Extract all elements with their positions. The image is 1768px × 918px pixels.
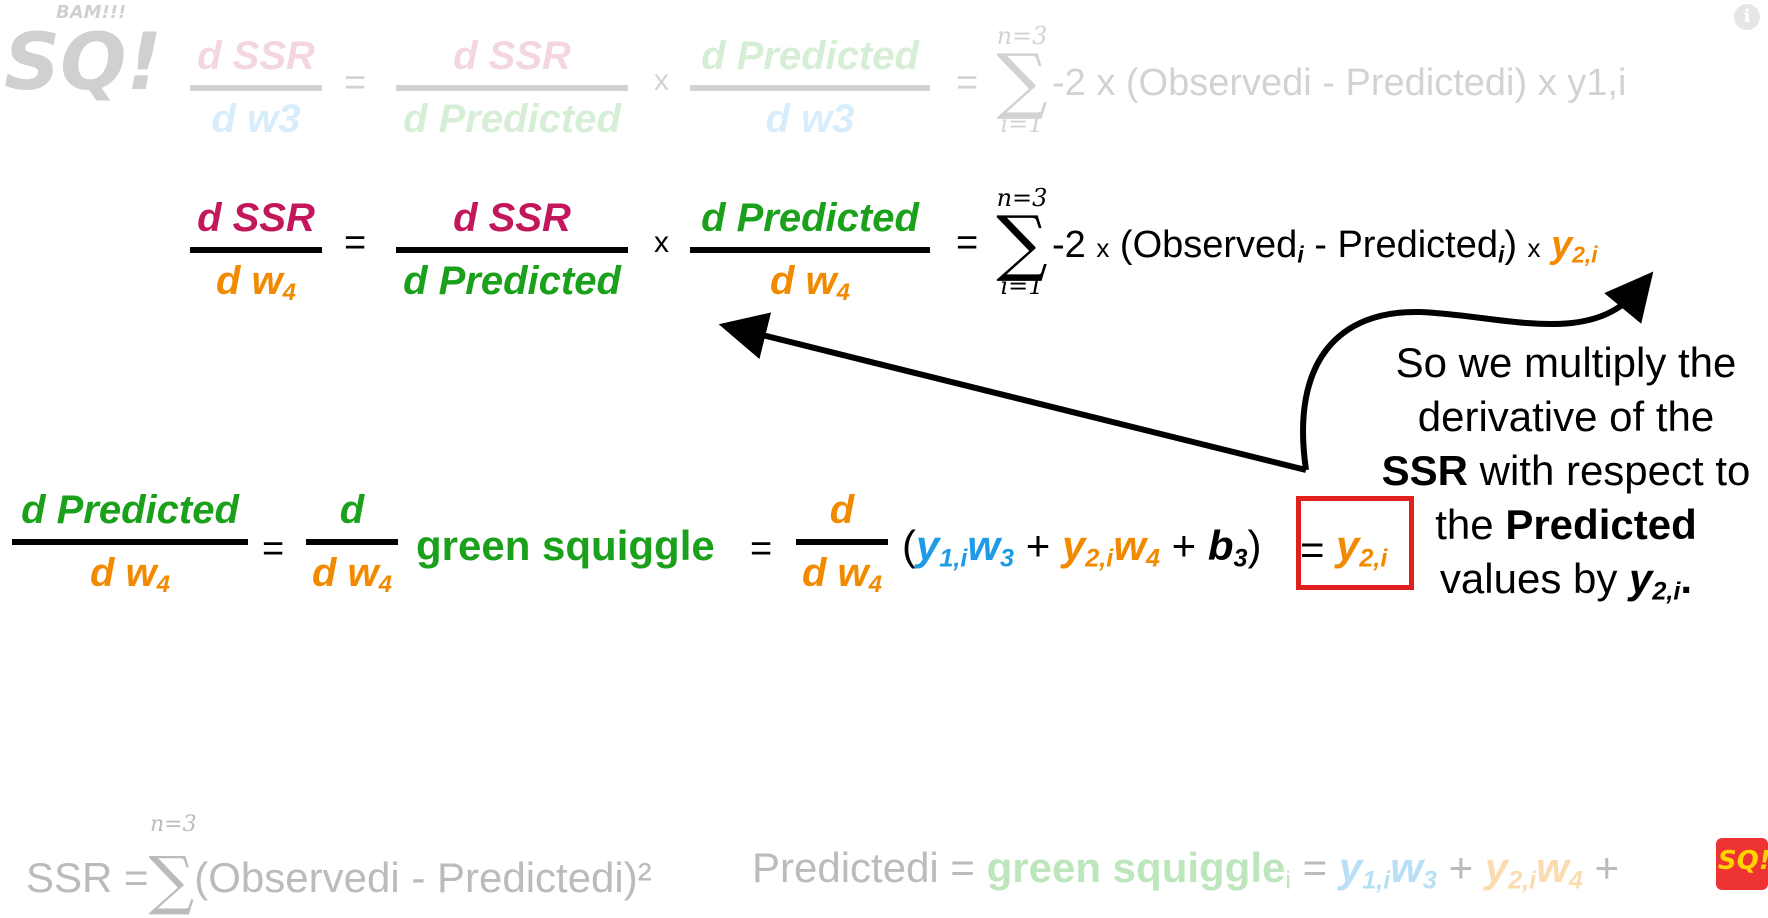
faded-sum-bot: i=1 bbox=[1000, 110, 1044, 138]
deriv-lhs-num: d Predicted bbox=[21, 488, 239, 532]
main-equals-1: = bbox=[344, 222, 367, 264]
main-f1-den: d Predicted bbox=[403, 259, 621, 303]
deriv-d2-num: d bbox=[829, 488, 855, 532]
info-icon[interactable]: i bbox=[1734, 4, 1760, 30]
faded-lhs-den: d w3 bbox=[211, 97, 301, 141]
faded-term: -2 x (Observedi - Predictedi) x y1,i bbox=[1052, 62, 1627, 104]
green-squiggle-label: green squiggle bbox=[416, 522, 715, 569]
sigma-icon: ∑ bbox=[996, 200, 1048, 284]
main-lhs-den: d w4 bbox=[215, 259, 297, 306]
statquest-logo: BAM!!! SQ! bbox=[0, 0, 162, 120]
logo-badge: BAM!!! bbox=[56, 2, 127, 23]
main-sum-bot: i=1 bbox=[1000, 272, 1044, 300]
note-line-1: So we multiply the bbox=[1395, 339, 1737, 386]
bottom-predicted-formula: Predictedi = green squigglei = y1,iw3 + … bbox=[752, 844, 1620, 895]
faded-f1-den: d Predicted bbox=[403, 97, 621, 141]
deriv-expression: (y1,iw3 + y2,iw4 + b3) bbox=[902, 522, 1262, 573]
main-sum-top: n=3 bbox=[996, 184, 1048, 212]
faded-f1-num: d SSR bbox=[453, 34, 571, 78]
deriv-result: y2,i bbox=[1336, 522, 1388, 573]
deriv-d2-den: d w4 bbox=[801, 551, 883, 598]
main-f2-den: d w4 bbox=[769, 259, 851, 306]
curved-arrow-icon bbox=[1300, 271, 1654, 471]
bottom-ssr-formula: SSR =∑(Observedi - Predictedi)² bbox=[26, 844, 652, 918]
note-line-2: derivative of the bbox=[1417, 393, 1715, 440]
faded-f2-num: d Predicted bbox=[701, 34, 919, 78]
deriv-lhs-den: d w4 bbox=[89, 551, 171, 598]
main-f1-num: d SSR bbox=[453, 196, 571, 240]
explanation-note: So we multiply the derivative of the SSR… bbox=[1356, 336, 1768, 618]
main-lhs-num: d SSR bbox=[197, 196, 315, 240]
faded-f2-den: d w3 bbox=[765, 97, 855, 141]
main-y2i: y2,i bbox=[1551, 224, 1598, 268]
bottom-sum-top: n=3 bbox=[150, 812, 197, 837]
faded-sum-top: n=3 bbox=[996, 22, 1048, 50]
statquest-logo-small: SQ! bbox=[1716, 838, 1768, 890]
main-term: -2 x (Observedi - Predictedi) x y2,i bbox=[1052, 224, 1598, 268]
note-line-5: values by y2,i. bbox=[1439, 555, 1693, 606]
main-times: x bbox=[654, 226, 669, 259]
deriv-d-den: d w4 bbox=[311, 551, 393, 598]
faded-lhs-num: d SSR bbox=[197, 34, 315, 78]
main-f2-num: d Predicted bbox=[701, 196, 919, 240]
main-equals-2: = bbox=[956, 222, 979, 264]
note-line-3: SSR with respect to bbox=[1381, 447, 1751, 494]
arrow-icon bbox=[718, 312, 1307, 473]
note-line-4: the Predicted bbox=[1435, 501, 1697, 548]
highlight-box bbox=[1296, 496, 1414, 590]
logo-text: SQ! bbox=[4, 18, 163, 108]
deriv-d-num: d bbox=[339, 488, 365, 532]
